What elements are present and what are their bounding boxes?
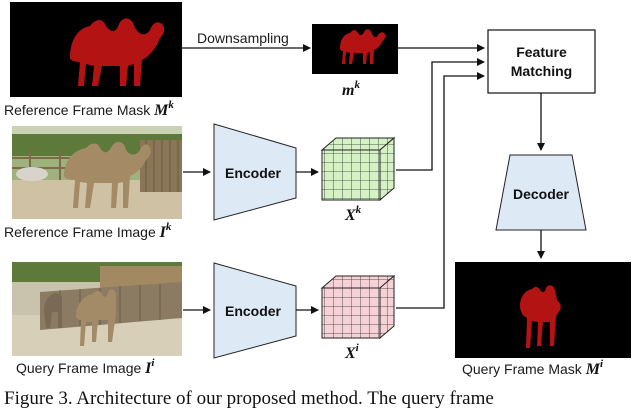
- feature-i-to-matching-arrow: [396, 72, 485, 309]
- feature-k-to-matching-arrow: [396, 58, 485, 171]
- encoder-top-block: Encoder: [213, 123, 297, 221]
- encoder-bottom-label: Encoder: [225, 303, 282, 319]
- downsampling-label: Downsampling: [197, 30, 289, 46]
- reference-frame-mask: [10, 2, 182, 97]
- camel-mask-silhouette: [70, 18, 165, 86]
- feature-cube-i: [320, 274, 396, 340]
- query-image-label: Query Frame Image Ii: [16, 357, 155, 377]
- feature-i-label: Xi: [344, 342, 360, 362]
- feature-matching-label-2: Matching: [511, 63, 572, 79]
- downsampled-mask: [312, 24, 398, 74]
- encoder-bottom-block: Encoder: [213, 262, 297, 359]
- figure-caption: Figure 3. Architecture of our proposed m…: [4, 388, 494, 409]
- ref-mask-label: Reference Frame Mask Mk: [4, 99, 174, 119]
- feature-matching-block: Feature Matching: [487, 29, 596, 94]
- encoder-top-label: Encoder: [225, 165, 282, 181]
- reference-frame-image: [12, 126, 182, 219]
- query-mask-label: Query Frame Mask Mi: [462, 358, 604, 378]
- query-frame-mask: [455, 262, 631, 358]
- decoder-block: Decoder: [495, 154, 587, 231]
- decoder-label: Decoder: [513, 186, 570, 202]
- feature-cube-k: [320, 136, 396, 202]
- small-mask-label: mk: [342, 79, 360, 99]
- ref-image-label: Reference Frame Image Ik: [4, 221, 172, 241]
- feature-k-label: Xk: [344, 204, 362, 224]
- feature-matching-label-1: Feature: [516, 44, 567, 60]
- query-frame-image: [12, 262, 182, 356]
